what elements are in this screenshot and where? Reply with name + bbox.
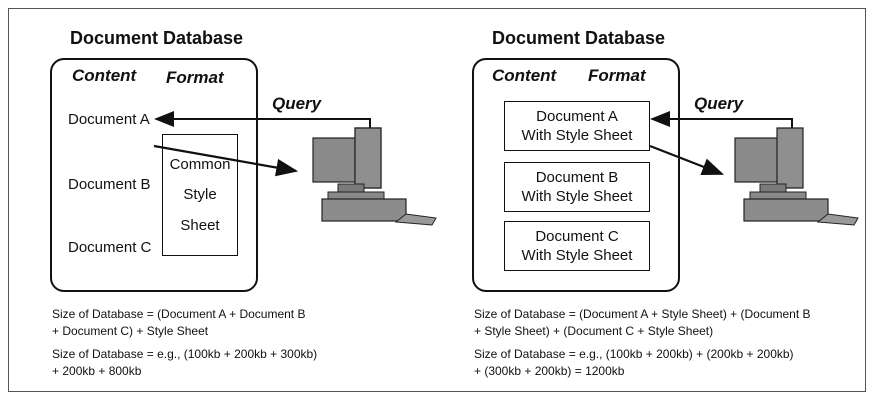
left-result-arrow — [153, 144, 299, 177]
right-document-c-line2: With Style Sheet — [521, 247, 633, 264]
left-query-label: Query — [272, 94, 322, 113]
right-formula-1: Size of Database = (Document A + Style S… — [474, 306, 811, 340]
left-document-a: Document A — [68, 111, 150, 128]
left-database-box — [50, 58, 258, 292]
style-sheet-word-1: Common — [169, 155, 231, 173]
right-document-a-box: Document A With Style Sheet — [504, 101, 650, 151]
left-formula-2: Size of Database = e.g., (100kb + 200kb … — [52, 346, 317, 380]
left-computer-icon — [312, 127, 437, 226]
left-content-heading: Content — [72, 66, 137, 85]
left-formula-1-line1: Size of Database = (Document A + Documen… — [52, 307, 306, 321]
right-document-b-box: Document B With Style Sheet — [504, 162, 650, 212]
right-formula-2-line1: Size of Database = e.g., (100kb + 200kb)… — [474, 347, 794, 361]
right-formula-1-line2: + Style Sheet) + (Document C + Style She… — [474, 324, 714, 338]
right-formula-2: Size of Database = e.g., (100kb + 200kb)… — [474, 346, 794, 380]
right-document-a-line2: With Style Sheet — [521, 127, 633, 144]
right-database-title: Document Database — [492, 28, 666, 48]
right-result-arrow — [649, 144, 725, 176]
right-query-label: Query — [694, 94, 744, 113]
left-format-heading: Format — [166, 68, 224, 87]
left-document-b: Document B — [68, 176, 151, 193]
style-sheet-word-2: Style — [183, 186, 217, 204]
right-document-a-line1: Document A — [536, 108, 618, 125]
left-formula-2-line1: Size of Database = e.g., (100kb + 200kb … — [52, 347, 318, 361]
left-formula-1: Size of Database = (Document A + Documen… — [52, 306, 305, 340]
left-formula-1-line2: + Document C) + Style Sheet — [52, 324, 209, 338]
style-sheet-word-3: Sheet — [180, 217, 220, 235]
left-formula-2-line2: + 200kb + 800kb — [52, 364, 142, 378]
right-panel: Document Database Content Format Documen… — [430, 8, 859, 392]
right-content-heading: Content — [492, 66, 557, 85]
left-document-c: Document C — [68, 239, 152, 256]
right-database-box — [472, 58, 680, 292]
right-format-heading: Format — [588, 66, 646, 85]
left-database-title: Document Database — [70, 28, 244, 48]
right-computer-icon — [734, 127, 859, 226]
right-document-b-line2: With Style Sheet — [521, 188, 633, 205]
figure-frame — [8, 8, 866, 392]
right-document-c-box: Document C With Style Sheet — [504, 221, 650, 271]
right-formula-1-line1: Size of Database = (Document A + Style S… — [474, 307, 811, 321]
right-formula-2-line2: + (300kb + 200kb) = 1200kb — [474, 364, 625, 378]
right-document-b-line1: Document B — [535, 169, 619, 186]
right-document-c-line1: Document C — [535, 228, 619, 245]
left-panel: Document Database Content Format Documen… — [8, 8, 437, 392]
